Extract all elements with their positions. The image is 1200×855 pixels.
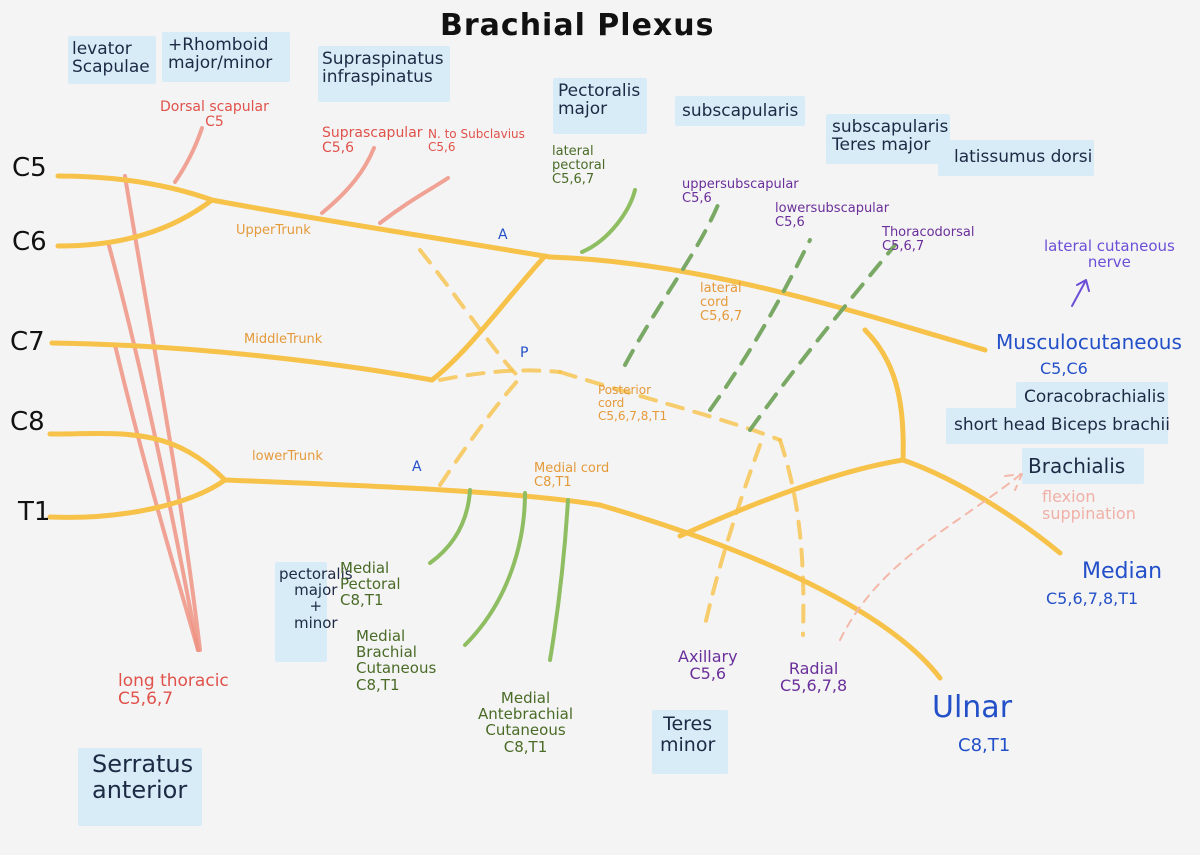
- muscle-brachialis: Brachialis: [1028, 454, 1126, 478]
- nerve-flexion: flexion suppination: [1042, 487, 1136, 524]
- lateral-pectoral-line: [580, 188, 637, 254]
- muscle-subscapularis: subscapularis: [682, 101, 799, 121]
- posterior-cord-line: [558, 370, 782, 442]
- median-line: [677, 457, 1063, 556]
- nerve-lateral-cutaneous: lateral cutaneous nerve: [1044, 237, 1175, 272]
- muscle-coraco: Coracobrachialis: [1024, 387, 1166, 407]
- root-c5-line: [55, 173, 553, 260]
- highlight-subscapularis: [675, 96, 805, 126]
- nerve-musculocutaneous: Musculocutaneous: [996, 330, 1182, 354]
- radial-brachialis-arrowhead: [1004, 473, 1023, 491]
- lateral-cutaneous-arrowhead: [1076, 279, 1090, 292]
- root-t1-line: [47, 477, 228, 520]
- root-c7: C7: [10, 327, 45, 357]
- root-c5: C5: [12, 153, 47, 183]
- nerve-medial-pectoral: Medial Pectoral C8,T1: [340, 559, 401, 610]
- root-c6: C6: [12, 227, 47, 257]
- root-c8: C8: [10, 407, 45, 437]
- lower-subscapular-line: [708, 238, 812, 412]
- radial-brachialis-arrow: [839, 474, 1021, 641]
- dorsal-scapular-line: [173, 126, 204, 184]
- nerve-long-thoracic: long thoracic C5,6,7: [118, 671, 229, 710]
- subclavius-line: [378, 176, 450, 225]
- muscle-supraspinatus: Supraspinatus infraspinatus: [322, 49, 444, 88]
- radial-line: [778, 438, 806, 637]
- long-thoracic-root-c6: [106, 240, 200, 652]
- suprascapular-line: [320, 146, 376, 215]
- posterior-division-lower: [438, 376, 522, 487]
- trunk-lower: lowerTrunk: [252, 449, 323, 464]
- highlight-teres-minor: [652, 710, 728, 774]
- highlight-latissimus: [938, 140, 1094, 176]
- nerve-upper-subscap: uppersubscapular C5,6: [682, 177, 799, 207]
- trunk-upper: UpperTrunk: [236, 223, 311, 238]
- root-c7-line: [49, 340, 435, 383]
- division-anterior-upper: A: [498, 227, 508, 243]
- nerve-ulnar: Ulnar: [932, 690, 1013, 725]
- nerve-lower-subscap: lowersubscapular C5,6: [775, 201, 890, 231]
- cord-lateral: lateral cord C5,6,7: [700, 281, 743, 325]
- nerve-radial: Radial C5,6,7,8: [780, 659, 848, 696]
- nerve-musculocutaneous-roots: C5,C6: [1040, 359, 1088, 378]
- division-anterior-lower: A: [412, 459, 422, 475]
- muscle-serratus: Serratus anterior: [92, 750, 194, 804]
- cord-medial: Medial cord C8,T1: [534, 461, 610, 491]
- trunk-middle: MiddleTrunk: [244, 332, 323, 347]
- long-thoracic-root-c5: [123, 174, 202, 652]
- upper-trunk-line: [547, 254, 988, 353]
- page-title: Brachial Plexus: [440, 8, 715, 43]
- nerve-lateral-pectoral: lateral pectoral C5,6,7: [552, 144, 606, 188]
- medial-brachial-line: [463, 491, 527, 647]
- thoracodorsal-line: [748, 243, 897, 432]
- axillary-line: [703, 443, 762, 627]
- highlight-subscap-teres: [826, 114, 950, 164]
- nerve-suprascapular: Suprascapular C5,6: [322, 125, 423, 157]
- muscle-biceps: short head Biceps brachii: [954, 415, 1170, 435]
- nerve-medial-antebrachial: Medial Antebrachial Cutaneous C8,T1: [478, 689, 574, 756]
- division-posterior: P: [520, 345, 529, 361]
- nerve-axillary: Axillary C5,6: [678, 647, 738, 684]
- muscle-teres-minor: Teres minor: [660, 713, 716, 756]
- highlight-supraspinatus: [318, 46, 450, 102]
- nerve-dorsal-scapular: Dorsal scapular C5: [160, 99, 269, 131]
- highlight-serratus: [78, 748, 202, 826]
- muscle-latissimus: latissumus dorsi: [954, 147, 1093, 167]
- highlight-brachialis: [1022, 448, 1144, 484]
- nerve-thoracodorsal: Thoracodorsal C5,6,7: [882, 225, 975, 255]
- posterior-division-middle: [438, 368, 562, 382]
- muscle-subscap-teres: subscapularis Teres major: [832, 117, 949, 156]
- muscle-pect-major-minor: pectoralis major + minor: [279, 565, 353, 632]
- muscle-levator: levator Scapulae: [72, 39, 150, 78]
- medial-pectoral-line: [428, 488, 472, 565]
- cord-posterior: Posterior cord C5,6,7,8,T1: [598, 383, 668, 423]
- highlight-pect-major-minor: [275, 562, 327, 662]
- posterior-division-upper: [418, 248, 522, 380]
- highlight-pect-major-top: [553, 78, 647, 134]
- muscle-pect-major-top: Pectoralis major: [558, 81, 641, 120]
- lateral-cutaneous-arrow: [1071, 281, 1086, 307]
- highlight-levator: [68, 36, 156, 84]
- upper-subscapular-line: [623, 198, 722, 367]
- root-t1: T1: [18, 497, 51, 527]
- muscle-rhomboid: +Rhomboid major/minor: [168, 35, 273, 74]
- long-thoracic-root-c7: [113, 343, 200, 652]
- highlight-rhomboid: [162, 32, 290, 82]
- highlight-biceps: [946, 408, 1168, 444]
- nerve-ulnar-roots: C8,T1: [958, 735, 1011, 756]
- root-c8-line: [47, 430, 228, 483]
- medial-antebrachial-line: [548, 498, 570, 662]
- median-lateral-root: [862, 327, 906, 463]
- lateral-cord-link: [429, 253, 548, 383]
- nerve-subclavius: N. to Subclavius C5,6: [428, 127, 525, 154]
- nerve-median-roots: C5,6,7,8,T1: [1046, 589, 1139, 608]
- nerve-median: Median: [1082, 559, 1163, 584]
- root-c6-line: [55, 197, 215, 249]
- nerve-medial-brachial: Medial Brachial Cutaneous C8,T1: [356, 627, 437, 694]
